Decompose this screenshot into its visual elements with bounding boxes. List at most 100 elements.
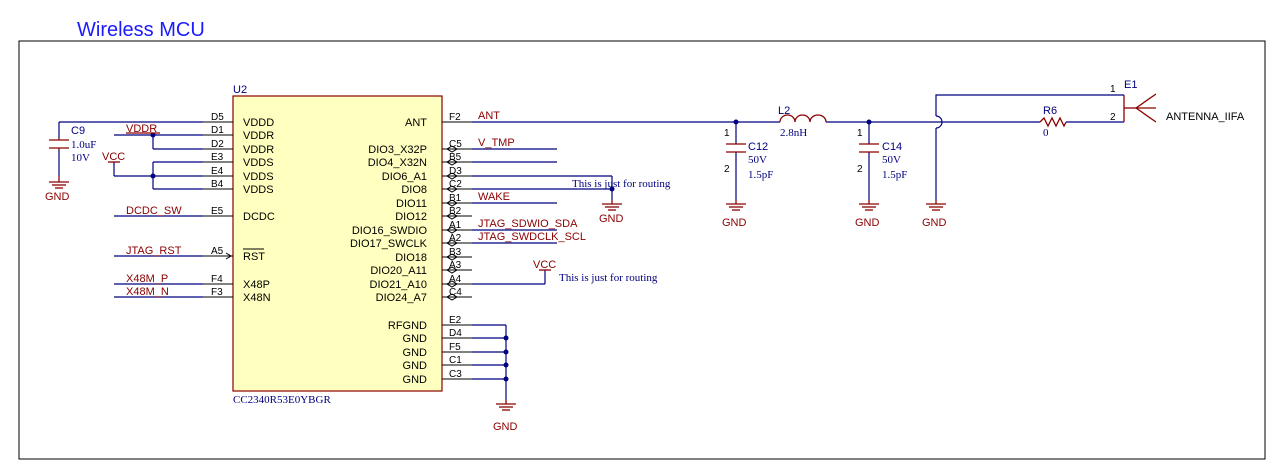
pin-num: A1 [449,220,462,231]
pin-num: B1 [449,193,462,204]
junction-dot [503,362,509,368]
net-ant: ANT [478,110,500,122]
pin-name: DIO16_SWDIO [352,225,428,237]
junction-dot [733,119,739,125]
l2-value: 2.8nH [780,127,807,139]
pin-name: GND [403,360,428,372]
pin-name: DIO21_A10 [370,279,427,291]
junction-dot [866,119,872,125]
r6-ref: R6 [1043,105,1057,117]
mcu-right-pins [442,121,472,380]
pin-num: D5 [211,112,224,123]
pin-num: A5 [211,246,224,257]
net-vcc-right: VCC [533,259,556,271]
mcu-ref: U2 [233,84,247,96]
net-dcdc-sw: DCDC_SW [126,205,182,217]
gnd-label: GND [722,217,747,229]
routing-note: This is just for routing [572,178,671,190]
pin-num: A3 [449,260,462,271]
c14-pin2: 2 [857,164,863,175]
pin-name: RST [243,251,265,263]
pin-name: DIO4_X32N [368,157,427,169]
gnd-symbol [602,200,622,211]
pin-name: VDDS [243,157,274,169]
net-x48m-p: X48M_P [126,273,168,285]
pin-num: F5 [449,342,461,353]
pin-name: VDDS [243,171,274,183]
pin-name: DIO11 [396,198,427,210]
net-x48m-n: X48M_N [126,286,169,298]
pin-name: DIO8 [401,184,427,196]
c9-voltage: 10V [71,152,90,164]
c12-value: 1.5pF [748,169,773,181]
junction-dot [150,132,156,138]
pin-name: DIO20_A11 [370,265,427,277]
sheet-title: Wireless MCU [77,19,205,41]
capacitor-c12[interactable] [726,143,746,153]
pin-num: A4 [449,274,462,285]
pin-num: A2 [449,233,462,244]
mcu-left-pins [203,121,233,298]
capacitor-c9[interactable] [49,138,69,150]
pin-num: C4 [449,287,462,298]
pin-num: D3 [449,166,462,177]
mcu-body[interactable] [232,95,443,392]
pin-num: E2 [449,315,462,326]
e1-pin2: 2 [1110,112,1116,123]
pin-num: D1 [211,125,224,136]
capacitor-c14[interactable] [859,143,879,153]
junction-dot [503,349,509,355]
net-jtag-sdwio: JTAG_SDWIO_SDA [478,218,578,230]
right-wires [472,94,1124,400]
pin-name: DIO17_SWCLK [350,238,428,250]
pin-num: F3 [211,287,223,298]
gnd-label: GND [599,213,624,225]
l2-ref: L2 [778,105,790,117]
pin-name: DIO24_A7 [376,292,427,304]
pin-name: GND [403,333,428,345]
routing-note: This is just for routing [559,272,658,284]
net-jtag-rst: JTAG_RST [126,245,182,257]
e1-ref: E1 [1124,79,1137,91]
net-vcc-left: VCC [102,151,125,163]
net-vddr: VDDR [126,123,157,135]
c14-voltage: 50V [882,154,901,166]
c9-ref: C9 [71,125,85,137]
c9-value: 1.0uF [71,139,96,151]
pin-num: B5 [449,152,462,163]
pin-num: B2 [449,206,462,217]
pin-num: E5 [211,206,224,217]
pin-name: X48N [243,292,271,304]
c12-pin1: 1 [724,128,730,139]
gnd-symbol [926,200,946,211]
net-v-tmp: V_TMP [478,137,515,149]
pin-name: VDDR [243,130,274,142]
pin-name: DCDC [243,211,275,223]
c12-ref: C12 [748,141,768,153]
gnd-label: GND [922,217,947,229]
pin-name: VDDR [243,144,274,156]
pin-num: D2 [211,139,224,150]
pin-name: X48P [243,279,270,291]
sheet-frame [18,40,1266,460]
junction-dot [150,173,156,179]
pin-num: E4 [211,166,224,177]
pin-num: C3 [449,369,462,380]
inductor-l2[interactable] [779,114,827,123]
gnd-label: GND [493,421,518,433]
pin-name: VDDS [243,184,274,196]
junction-dot [503,335,509,341]
pin-num: C1 [449,355,462,366]
gnd-symbol [496,400,516,411]
gnd-symbol [859,200,879,211]
r6-value: 0 [1043,127,1049,139]
pin-num: B4 [211,179,224,190]
c14-ref: C14 [882,141,902,153]
pin-name: GND [403,374,428,386]
pin-name: DIO12 [395,211,427,223]
gnd-label: GND [45,191,70,203]
gnd-symbol [726,200,746,211]
resistor-r6[interactable] [1039,116,1067,128]
gnd-label: GND [855,217,880,229]
antenna-e1[interactable] [1123,93,1157,123]
